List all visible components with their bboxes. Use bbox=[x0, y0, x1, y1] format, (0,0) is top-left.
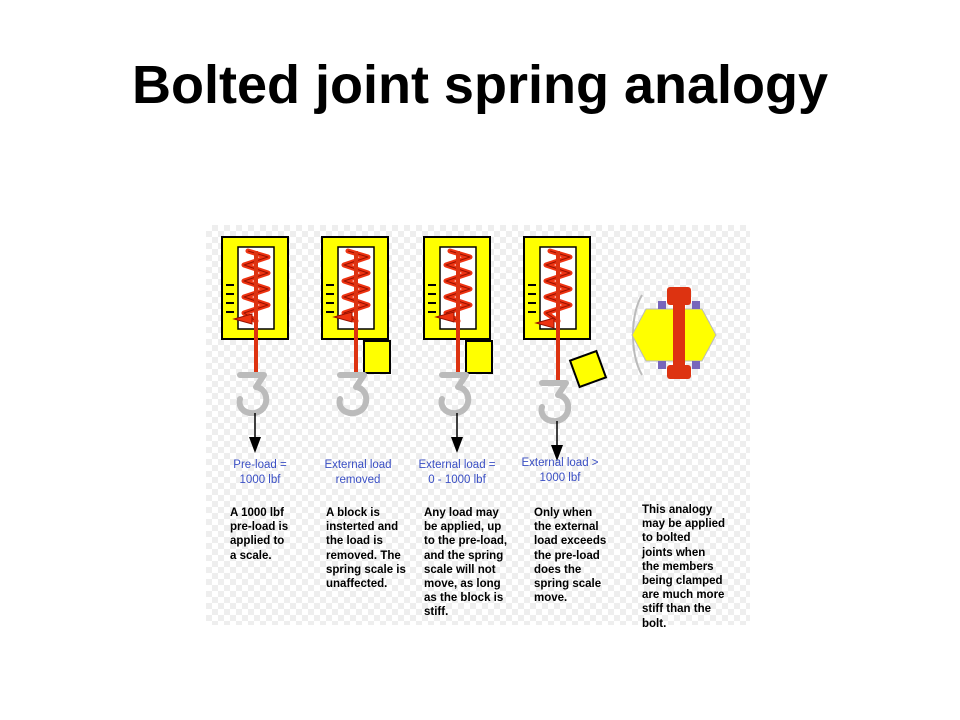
figure-drawing bbox=[221, 236, 717, 461]
description-analogy: This analogy may be applied to bolted jo… bbox=[642, 504, 726, 630]
bolt-nut bbox=[667, 365, 691, 379]
slide-title: Bolted joint spring analogy bbox=[131, 55, 828, 115]
hook bbox=[336, 372, 370, 417]
washer-top-left bbox=[658, 301, 666, 309]
bolt-shank bbox=[673, 301, 685, 367]
load-arrow-head bbox=[551, 445, 563, 461]
bolted-joint bbox=[631, 287, 717, 379]
scale-pointer bbox=[434, 311, 455, 323]
load-arrow-head bbox=[451, 437, 463, 453]
caption-external-load-exceeds: External load > 1000 lbf bbox=[521, 457, 599, 484]
hook bbox=[538, 380, 572, 425]
description-load-exceeds: Only when the external load exceeds the … bbox=[534, 507, 607, 605]
hook bbox=[236, 372, 270, 417]
load-block bbox=[363, 340, 391, 374]
spring-scale-1 bbox=[221, 236, 289, 453]
description-block-inserted: A block is insterted and the load is rem… bbox=[326, 507, 406, 591]
load-block bbox=[465, 340, 493, 374]
description-preload: A 1000 lbf pre-load is applied to a scal… bbox=[230, 507, 289, 562]
scale-pointer bbox=[332, 311, 353, 323]
description-any-load: Any load may be applied, up to the pre-l… bbox=[424, 507, 508, 619]
load-arrow-head bbox=[249, 437, 261, 453]
caption-preload: Pre-load = 1000 lbf bbox=[233, 459, 287, 486]
spring-scale-2 bbox=[321, 236, 391, 417]
caption-external-load-removed: External load removed bbox=[324, 459, 392, 486]
spring-scale-3 bbox=[423, 236, 493, 453]
washer-bottom-right bbox=[692, 361, 700, 369]
scale-pointer bbox=[232, 313, 253, 325]
load-block bbox=[568, 349, 608, 389]
scale-pointer bbox=[534, 317, 555, 329]
washer-bottom-left bbox=[658, 361, 666, 369]
caption-external-load-range: External load = 0 - 1000 lbf bbox=[418, 459, 496, 486]
spring-scale-4 bbox=[523, 236, 608, 461]
hook bbox=[438, 372, 472, 417]
bolt-head bbox=[667, 287, 691, 305]
spring-analogy-figure: Pre-load = 1000 lbf External load remove… bbox=[206, 225, 750, 630]
washer-top-right bbox=[692, 301, 700, 309]
